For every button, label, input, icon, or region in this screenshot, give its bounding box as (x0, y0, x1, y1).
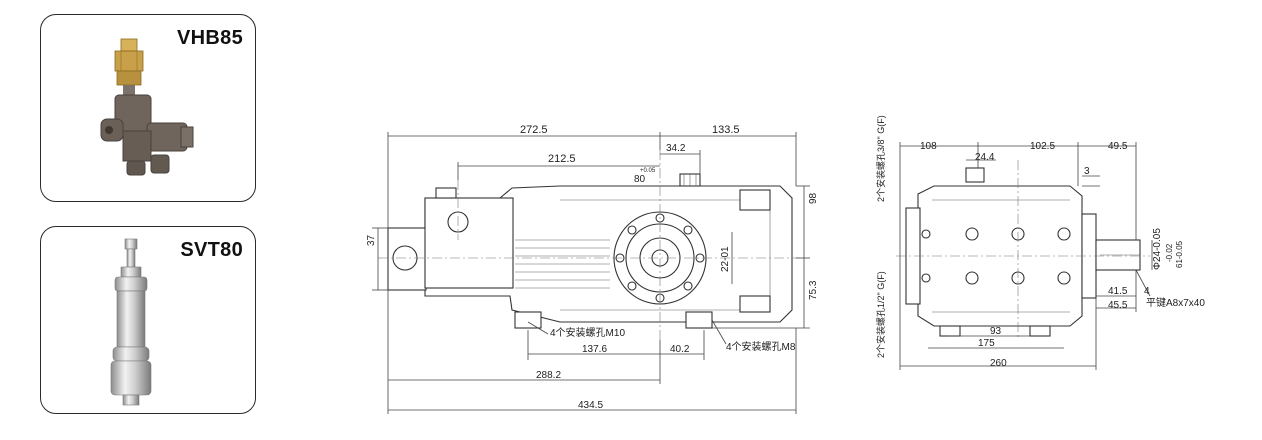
side-view-dimensions (372, 132, 810, 414)
dim-37: 37 (366, 234, 377, 246)
front-view-dimensions (899, 142, 1153, 370)
pump-side-view (378, 150, 800, 340)
dim-41-5: 41.5 (1108, 286, 1128, 297)
dim-shaft-tolerance-1: -0.02 (1165, 243, 1174, 262)
dim-40-2: 40.2 (670, 344, 690, 355)
front-bolt-holes (921, 227, 1071, 285)
dim-22-01: 22-01 (720, 246, 731, 272)
mounting-foot-front (514, 311, 542, 329)
dim-212-5: 212.5 (548, 153, 576, 165)
dim-98: 98 (808, 192, 819, 204)
dim-80: 80 (634, 174, 646, 185)
front-view-labels: 108 102.5 49.5 24.4 3 Φ24-0.05 -0.02 61-… (875, 115, 1205, 369)
note-port-bottom: 2个安装螺孔1/2" G(F) (875, 271, 886, 358)
note-m8-holes: 4个安装螺孔M8 (726, 340, 796, 353)
dim-75-3: 75.3 (808, 280, 819, 300)
dim-34-2: 34.2 (666, 143, 686, 154)
product-card-vhb85: VHB85 (40, 14, 256, 202)
safety-valve-icon (110, 238, 152, 406)
dim-80-tolerance: +0.05 (640, 168, 656, 174)
crankcase-inner-line (560, 199, 771, 311)
pump-front-view (896, 160, 1150, 340)
note-m10-holes: 4个安装螺孔M10 (550, 326, 625, 339)
unloader-valve-icon (100, 38, 194, 176)
dim-93: 93 (990, 326, 1002, 337)
front-oil-cap (965, 167, 985, 183)
dim-45-5: 45.5 (1108, 300, 1128, 311)
dim-3: 3 (1084, 166, 1090, 177)
manifold-plug (435, 187, 457, 199)
dim-49-5: 49.5 (1108, 141, 1128, 152)
dim-288-2: 288.2 (536, 370, 561, 381)
cooling-fins (515, 239, 610, 289)
crankcase-cover-top (739, 189, 771, 211)
mounting-foot-rear (685, 311, 713, 329)
dim-434-5: 434.5 (578, 400, 603, 411)
dim-shaft-tolerance-2: 61-0.05 (1175, 240, 1184, 268)
product-title-svt80: SVT80 (180, 239, 243, 261)
dim-133-5: 133.5 (712, 124, 740, 136)
dim-4: 4 (1144, 286, 1150, 297)
dim-102-5: 102.5 (1030, 141, 1055, 152)
product-title-vhb85: VHB85 (177, 27, 243, 49)
dim-137-6: 137.6 (582, 344, 607, 355)
note-port-top: 2个安装螺孔3/8" G(F) (875, 115, 886, 202)
side-view-labels: 272.5 133.5 34.2 212.5 80 +0.05 98 37 22… (366, 124, 819, 411)
dim-shaft-diameter: Φ24-0.05 (1152, 228, 1163, 270)
dim-175: 175 (978, 338, 995, 349)
note-key: 平键A8x7x40 (1146, 296, 1205, 309)
front-foot-left (939, 325, 961, 337)
manifold-block (424, 197, 514, 289)
product-card-svt80: SVT80 (40, 226, 256, 414)
front-foot-right (1029, 325, 1051, 337)
dim-272-5: 272.5 (520, 124, 548, 136)
dim-108: 108 (920, 141, 937, 152)
crankcase-cover-bottom (739, 295, 771, 313)
dim-24-4: 24.4 (975, 152, 995, 163)
dim-260: 260 (990, 358, 1007, 369)
